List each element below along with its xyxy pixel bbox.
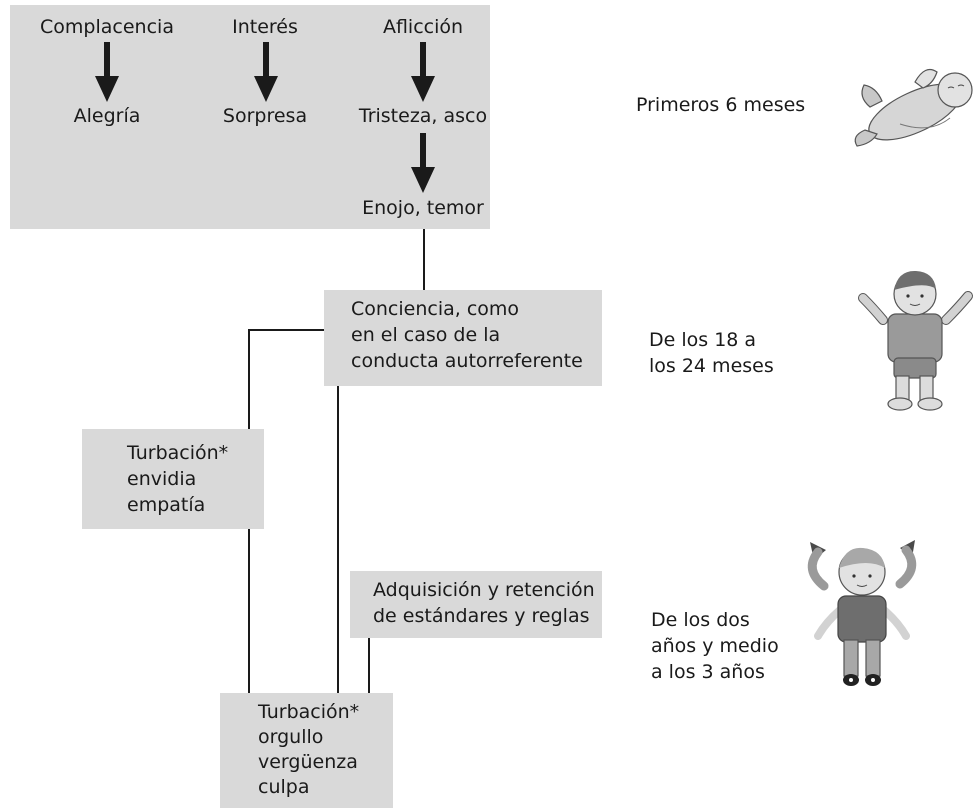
- toddler-illustration: [858, 270, 973, 411]
- age-label-18-24-months: De los 18 a los 24 meses: [649, 329, 774, 377]
- self-awareness-text: Conciencia, como en el caso de la conduc…: [351, 298, 583, 372]
- evaluative-emotions-box: [220, 693, 393, 808]
- emotion-sorpresa: Sorpresa: [222, 105, 308, 127]
- early-emotions-box: [10, 5, 490, 229]
- emotion-interes: Interés: [232, 16, 298, 38]
- arrow-down-icon: [254, 42, 278, 102]
- emotion-tristeza-asco: Tristeza, asco: [358, 105, 488, 127]
- girl-illustration: [807, 540, 917, 686]
- self-conscious-emotions-box: [82, 429, 264, 529]
- connector-line: [248, 329, 324, 331]
- baby-illustration: [854, 69, 973, 147]
- emotion-complacencia: Complacencia: [40, 16, 174, 38]
- standards-text: Adquisición y retención de estándares y …: [373, 579, 595, 627]
- age-label-first-6-months: Primeros 6 meses: [636, 94, 806, 116]
- connector-line: [248, 329, 250, 429]
- age-label-2-5-3-years: De los dos años y medio a los 3 años: [651, 609, 779, 683]
- self-awareness-box: [324, 290, 602, 386]
- arrow-down-icon: [411, 42, 435, 102]
- arrow-down-icon: [95, 42, 119, 102]
- connector-line: [248, 529, 250, 693]
- emotion-afliccion: Aflicción: [382, 16, 464, 38]
- evaluative-emotions-text: Turbación* orgullo vergüenza culpa: [258, 701, 360, 798]
- emotion-enojo-temor: Enojo, temor: [362, 197, 484, 219]
- emotion-alegria: Alegría: [73, 105, 141, 127]
- connector-line: [423, 229, 425, 290]
- connector-line: [368, 638, 370, 693]
- arrow-down-icon: [411, 133, 435, 193]
- standards-box: [350, 571, 602, 638]
- connector-line: [337, 386, 339, 693]
- self-conscious-emotions-text: Turbación* envidia empatía: [127, 442, 229, 516]
